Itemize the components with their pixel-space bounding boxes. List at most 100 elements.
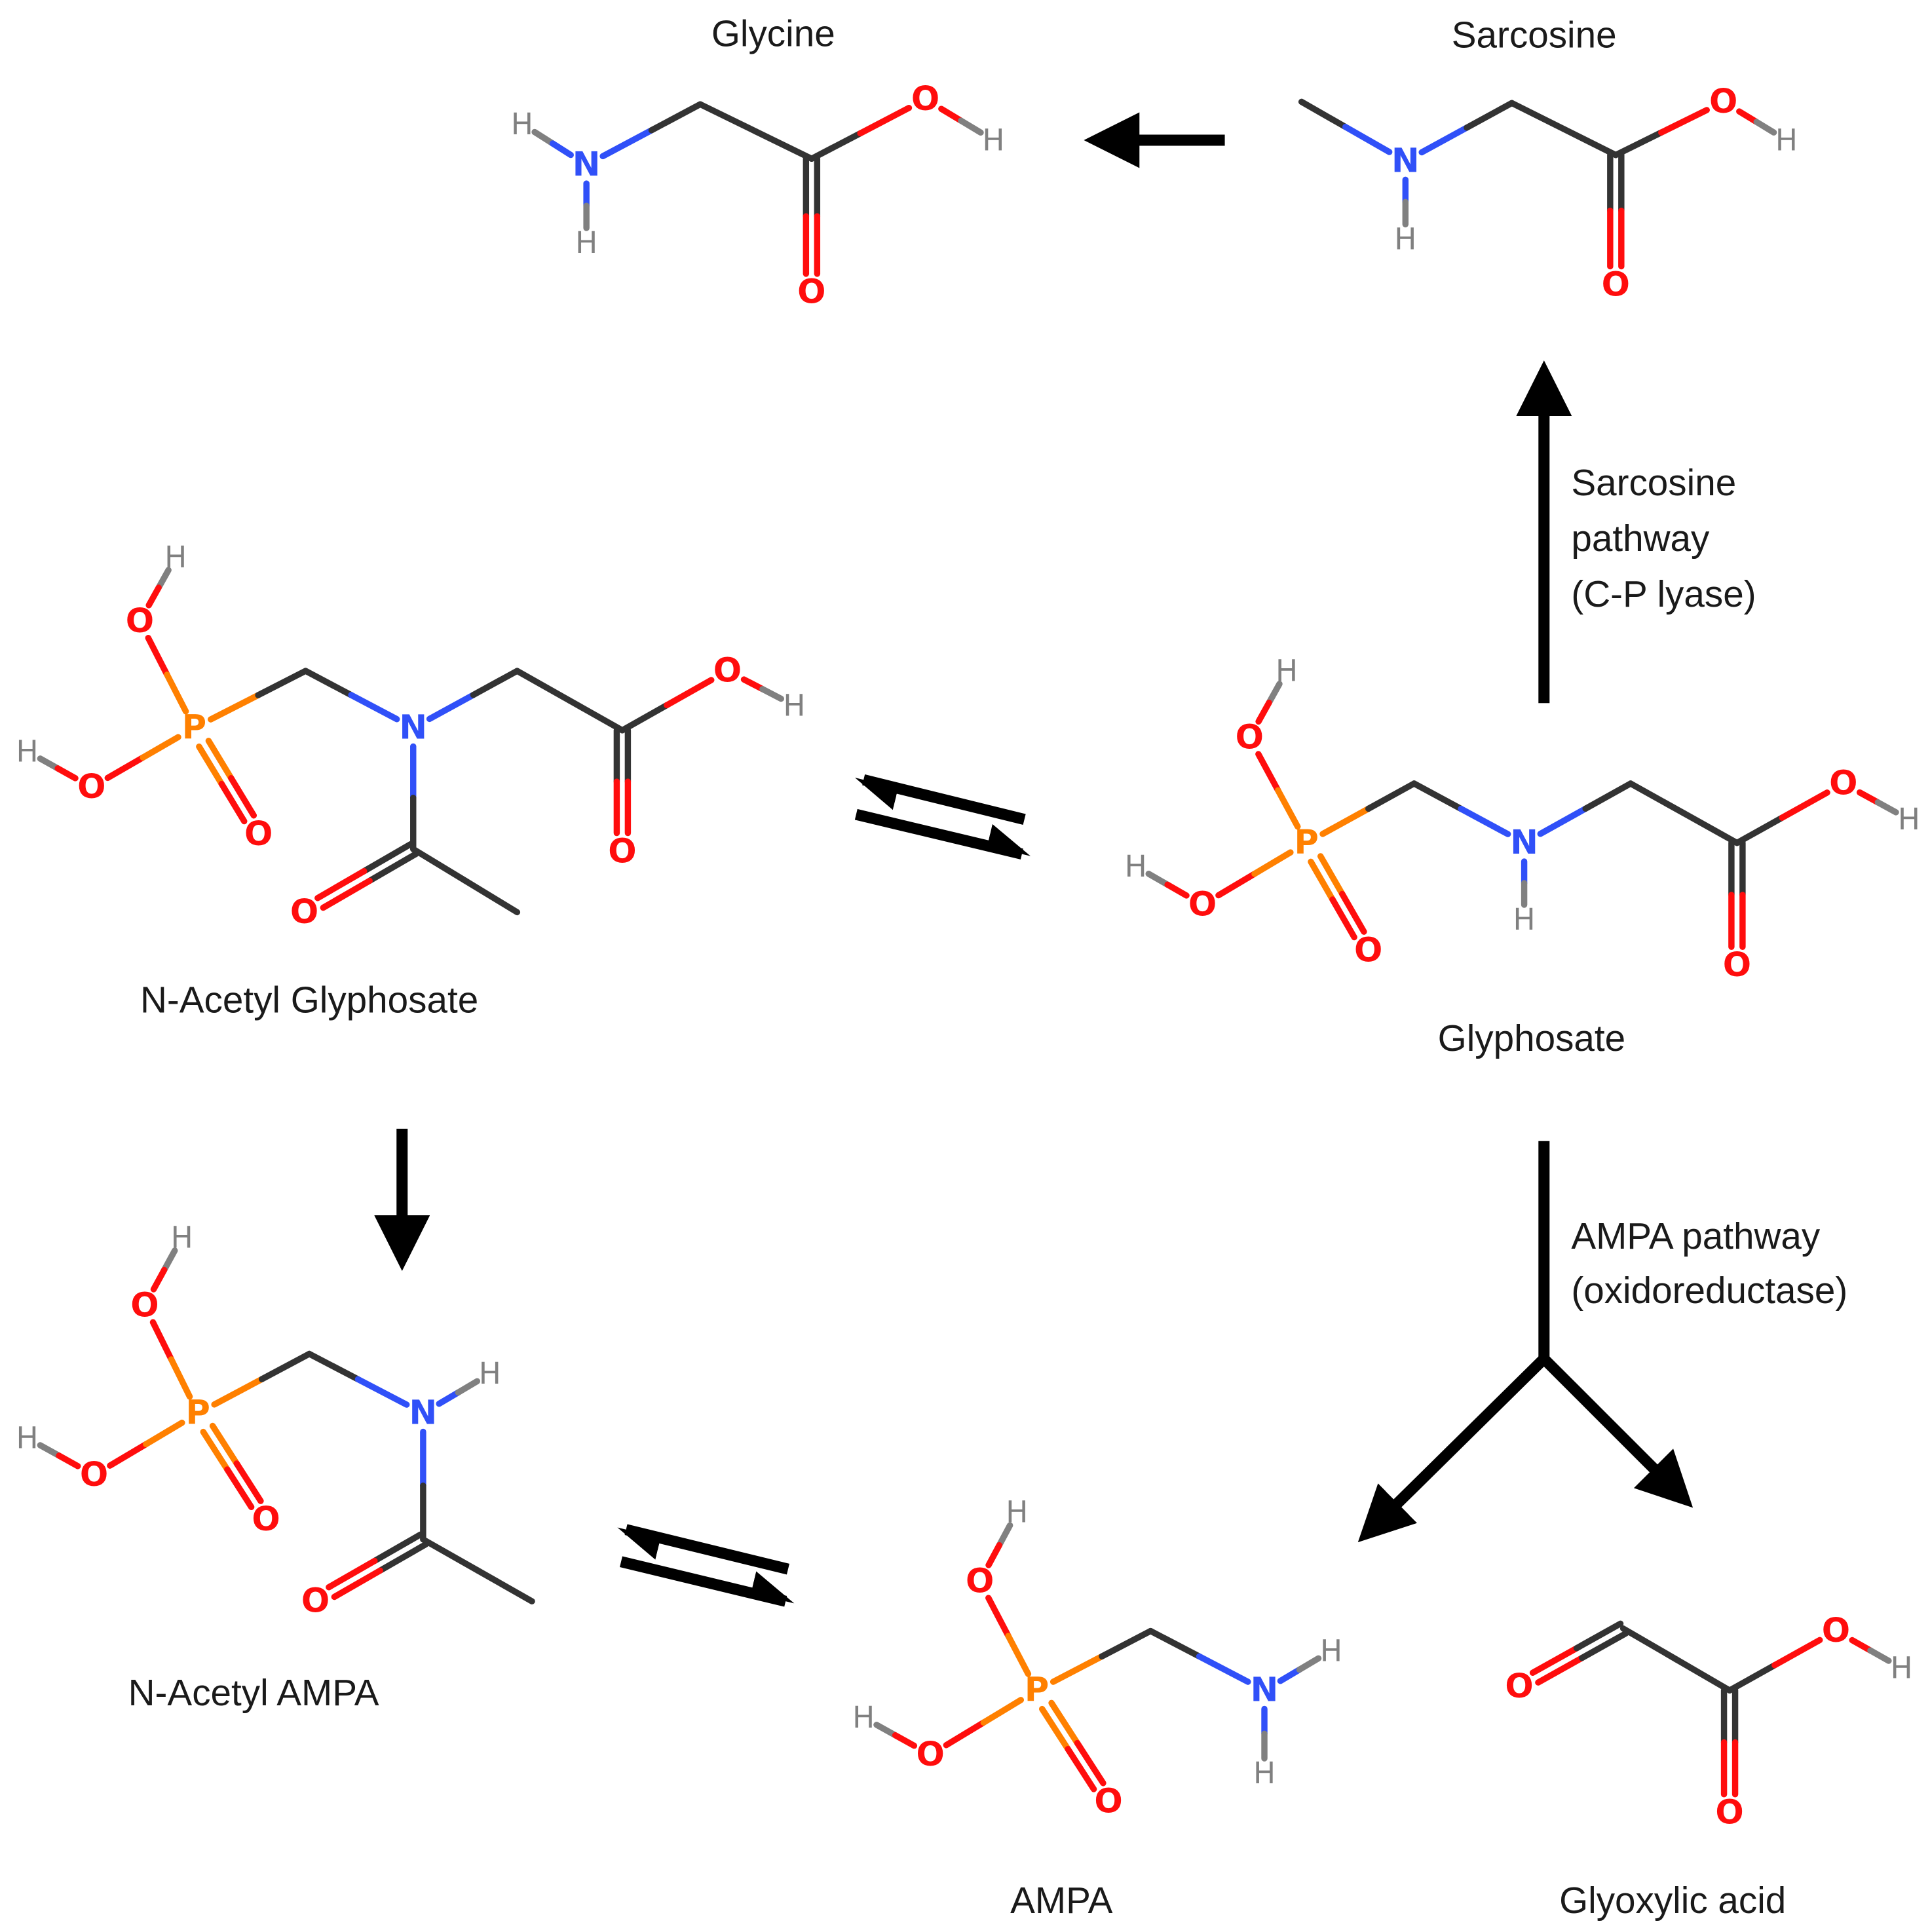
- bond: [1537, 805, 1589, 837]
- atom-oxygen: O: [301, 1582, 330, 1621]
- bond: [697, 101, 759, 135]
- bond: [985, 1542, 1003, 1568]
- bond: [354, 1376, 410, 1408]
- bond: [150, 1266, 168, 1293]
- bond: [648, 101, 704, 134]
- bond: [149, 1319, 175, 1363]
- bond: [37, 1442, 62, 1459]
- bond: [1365, 780, 1418, 812]
- atom-oxygen: O: [130, 1286, 159, 1325]
- bond: [426, 692, 477, 723]
- bond: [1726, 1662, 1778, 1694]
- atom-hydrogen: H: [783, 688, 805, 723]
- bond: [1308, 858, 1336, 903]
- bond: [664, 677, 715, 709]
- atom-hydrogen: H: [1253, 1756, 1276, 1790]
- bond: [200, 1428, 231, 1473]
- atom-oxygen: O: [797, 273, 825, 312]
- bond: [314, 868, 368, 901]
- bond: [107, 1441, 149, 1469]
- atom-hydrogen: H: [1394, 222, 1416, 257]
- bond: [1733, 814, 1785, 846]
- bond: [140, 734, 181, 761]
- bond: [1145, 871, 1171, 888]
- sarcosine-label: Sarcosine: [1452, 14, 1617, 56]
- atom-nitrogen: N: [1391, 142, 1420, 181]
- bond: [1464, 100, 1515, 131]
- bond: [1458, 805, 1511, 837]
- bond: [302, 668, 354, 698]
- bond: [1050, 1653, 1105, 1685]
- bond: [1582, 780, 1634, 812]
- bond: [1065, 1746, 1097, 1792]
- bond: [958, 117, 984, 136]
- atom-nitrogen: N: [1251, 1671, 1279, 1710]
- bond: [455, 1378, 481, 1396]
- atom-hydrogen: H: [1775, 123, 1798, 157]
- bond: [196, 743, 225, 787]
- bond: [233, 1460, 264, 1504]
- bond: [1612, 129, 1665, 159]
- bond: [619, 702, 670, 734]
- glycine-label: Glycine: [711, 13, 835, 54]
- bond: [366, 850, 419, 884]
- bond: [462, 877, 521, 916]
- bond: [985, 1595, 1012, 1639]
- bond: [759, 686, 784, 702]
- bond: [549, 140, 574, 159]
- atom-nitrogen: N: [573, 145, 601, 184]
- atom-hydrogen: H: [479, 1356, 501, 1391]
- bond: [1039, 1705, 1071, 1752]
- bond: [143, 1419, 185, 1448]
- bond: [1736, 108, 1760, 125]
- atom-phosphorus: P: [182, 708, 206, 747]
- bond: [1867, 1647, 1892, 1664]
- glycine-molecule-bonds: [531, 101, 984, 277]
- bond: [1627, 780, 1687, 816]
- equilibrium-arrows-bottom: [617, 1524, 795, 1607]
- bond: [37, 755, 61, 772]
- bond: [1779, 789, 1830, 821]
- molecules: HNHOHONHOHOHOPHOONOHOOHOPHOONHOHOHOPHOON…: [16, 80, 1920, 1832]
- atom-oxygen: O: [1709, 83, 1737, 121]
- bond: [145, 584, 162, 609]
- atom-oxygen: O: [1829, 764, 1857, 803]
- bond: [1266, 681, 1283, 706]
- bond: [1529, 1645, 1580, 1676]
- bond: [1418, 124, 1470, 156]
- bond: [1329, 896, 1357, 941]
- bond: [168, 1356, 193, 1400]
- equilibrium-arrows-top: [854, 774, 1031, 860]
- bond: [258, 1350, 312, 1382]
- bond: [56, 1452, 81, 1469]
- bond: [1339, 890, 1367, 935]
- bond: [1319, 805, 1372, 837]
- bond: [873, 1722, 899, 1739]
- bond: [943, 1719, 987, 1749]
- atom-hydrogen: H: [511, 107, 533, 142]
- bond: [436, 1389, 462, 1407]
- atom-hydrogen: H: [164, 540, 187, 575]
- bond: [938, 105, 964, 124]
- bond: [474, 1567, 535, 1604]
- bond: [1277, 1666, 1303, 1684]
- bond: [104, 754, 146, 782]
- bond: [470, 668, 521, 698]
- bond: [1874, 799, 1899, 816]
- ampa-pathway-label-line1: AMPA pathway: [1571, 1216, 1821, 1257]
- bond: [326, 1557, 378, 1591]
- atom-oxygen: O: [1822, 1612, 1850, 1650]
- bond: [54, 765, 79, 782]
- bond: [514, 668, 573, 704]
- atom-hydrogen: H: [1006, 1495, 1028, 1530]
- bond: [371, 1531, 424, 1564]
- n-acetyl-ampa-label: N-Acetyl AMPA: [128, 1673, 379, 1714]
- atom-oxygen: O: [608, 832, 636, 871]
- atom-nitrogen: N: [1510, 824, 1538, 862]
- bond: [1410, 780, 1464, 812]
